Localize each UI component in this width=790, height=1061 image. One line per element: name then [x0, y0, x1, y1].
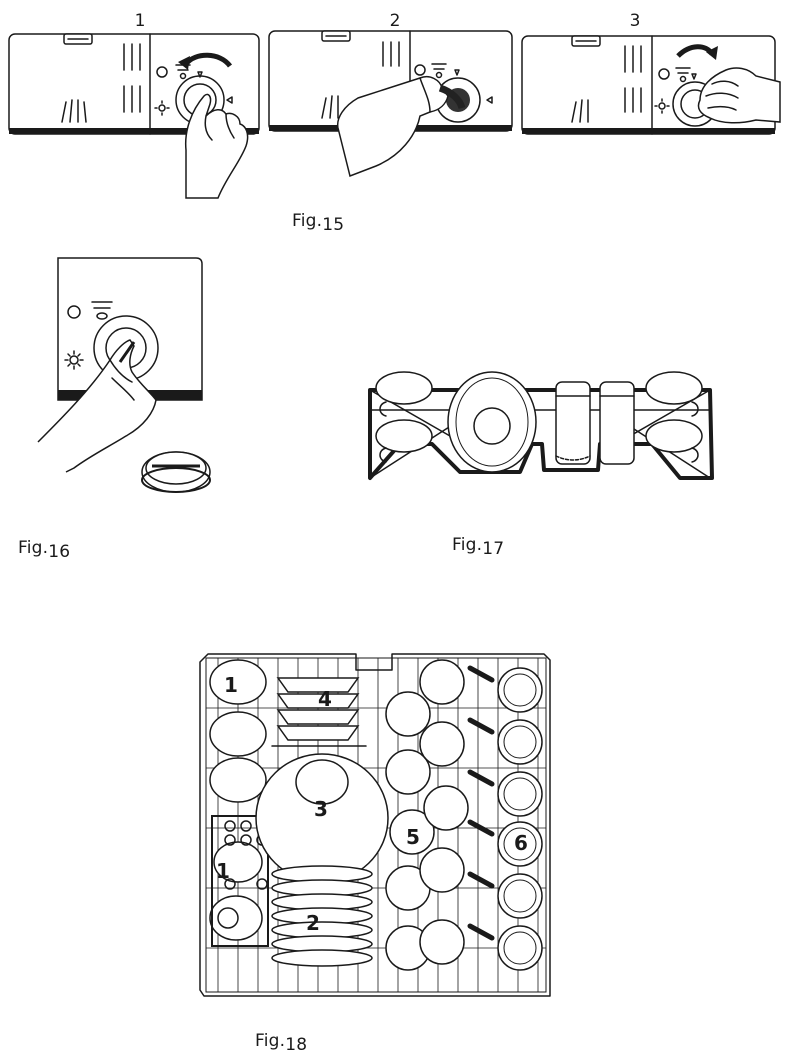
step-number-3: 3: [629, 11, 641, 31]
fig17-label: Fig.: [452, 535, 483, 555]
fig18-number: 18: [285, 1035, 308, 1055]
callout-plates: 2: [306, 911, 320, 935]
fig15-label: Fig.: [292, 211, 323, 231]
fig17-number: 17: [482, 539, 505, 559]
fig18-illustration: 1 4 3 5 6 1 2: [199, 653, 551, 997]
fig16-label: Fig.: [18, 538, 49, 558]
callout-cups-lower: 1: [216, 859, 230, 883]
fig16-number: 16: [48, 542, 71, 562]
arrow-icon: [178, 56, 190, 70]
callout-saucers: 4: [318, 687, 332, 711]
fig18-label: Fig.: [255, 1031, 286, 1051]
fig18-caption: Fig.18: [255, 1031, 307, 1055]
step-number-1: 1: [134, 11, 146, 31]
fig15-number: 15: [322, 215, 345, 235]
fig17-illustration: [368, 371, 714, 480]
hand-icon: [37, 339, 157, 473]
callout-bowl: 3: [314, 797, 328, 821]
callout-cups: 1: [224, 673, 238, 697]
fig15-panel-1: [8, 30, 781, 199]
fig16-caption: Fig.16: [18, 538, 70, 562]
fig15-caption: Fig.15: [292, 211, 344, 235]
salt-indicator-icon: [156, 66, 168, 78]
sun-icon: [64, 350, 84, 370]
salt-indicator-icon: [67, 305, 81, 319]
sun-icon: [154, 100, 170, 116]
callout-dessert-plates: 6: [514, 831, 528, 855]
fig16-illustration: [37, 257, 211, 493]
callout-glasses: 5: [406, 825, 420, 849]
fig17-caption: Fig.17: [452, 535, 504, 559]
step-number-2: 2: [389, 11, 401, 31]
